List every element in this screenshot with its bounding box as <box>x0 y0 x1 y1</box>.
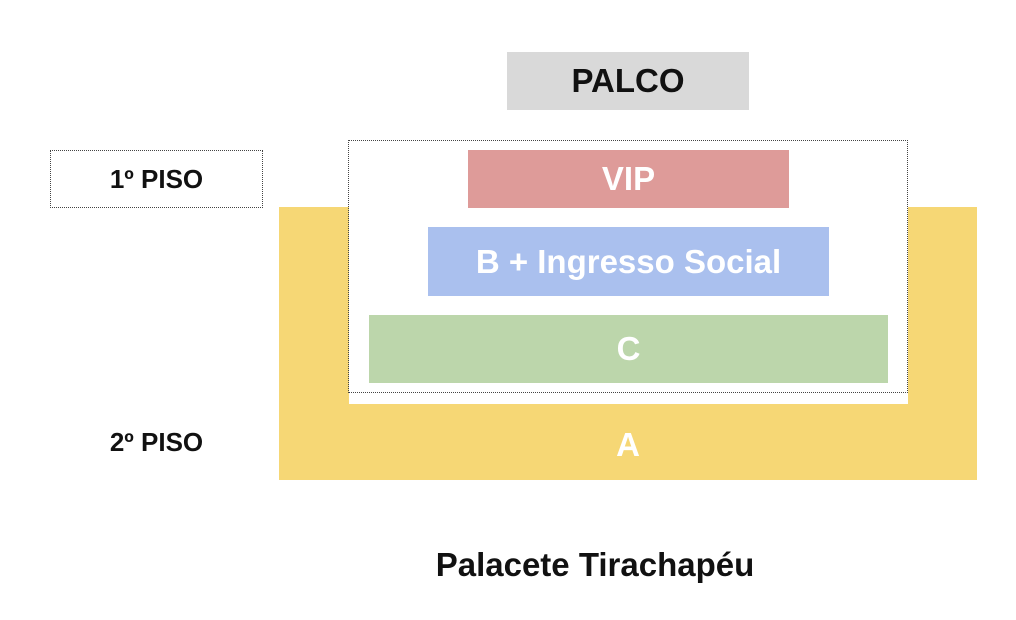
second-floor-label: 2º PISO <box>109 426 204 457</box>
first-floor-label: 1º PISO <box>109 163 204 194</box>
stage-label: PALCO <box>571 62 685 99</box>
sector-vip[interactable]: VIP <box>468 150 789 208</box>
stage: PALCO <box>507 52 749 110</box>
first-floor-label-box: 1º PISO <box>50 150 263 208</box>
sector-c-label: C <box>616 330 641 367</box>
sector-b[interactable]: B + Ingresso Social <box>428 227 829 296</box>
first-floor-outline <box>348 140 908 393</box>
sector-b-label: B + Ingresso Social <box>475 242 782 280</box>
sector-c[interactable]: C <box>369 315 888 383</box>
venue-name: Palacete Tirachapéu <box>435 546 755 583</box>
sector-a-label: A <box>616 426 640 463</box>
sector-vip-label: VIP <box>601 160 656 197</box>
